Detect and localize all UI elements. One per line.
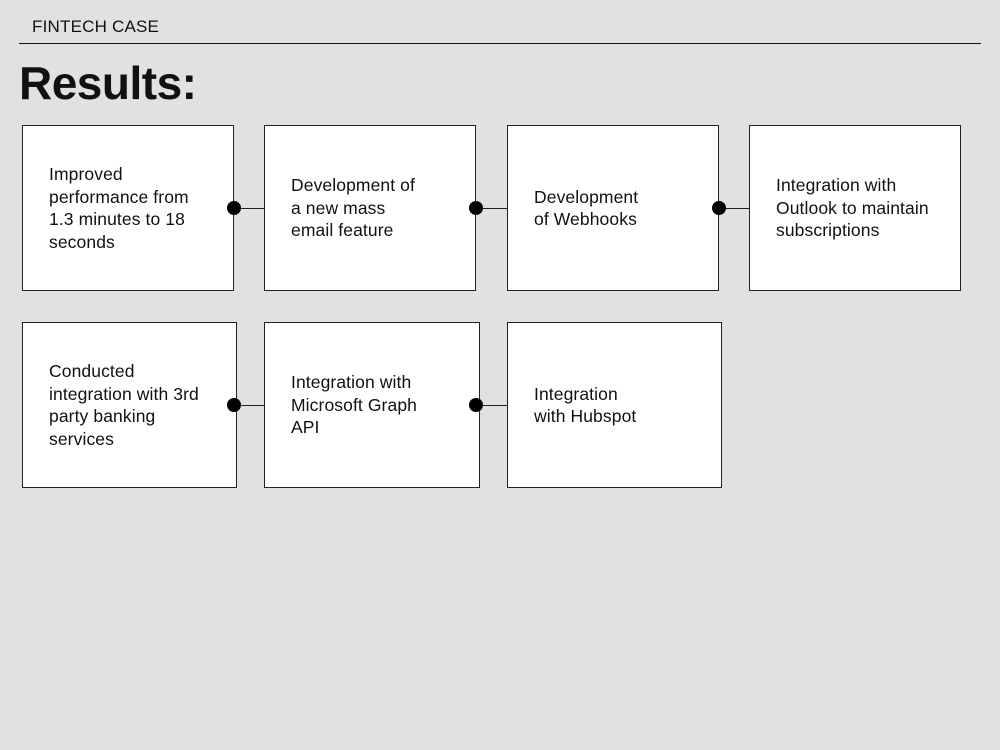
result-card: Development of Webhooks	[507, 125, 719, 291]
connector-line	[237, 405, 264, 406]
result-text: Integration with Outlook to maintain sub…	[776, 175, 929, 241]
connector-line	[476, 208, 507, 209]
connector-line	[480, 405, 507, 406]
result-text: Integration with Hubspot	[534, 383, 637, 427]
result-card: Improved performance from 1.3 minutes to…	[22, 125, 234, 291]
result-text: Development of Webhooks	[534, 186, 639, 230]
page-title: Results:	[19, 57, 197, 109]
result-card: Development of a new mass email feature	[264, 125, 476, 291]
section-label: FINTECH CASE	[32, 17, 160, 36]
connector-dot	[469, 398, 483, 412]
result-card: Conducted integration with 3rd party ban…	[22, 322, 237, 488]
result-text: Development of a new mass email feature	[291, 175, 415, 241]
header-divider	[19, 43, 981, 44]
result-text: Conducted integration with 3rd party ban…	[49, 361, 199, 449]
result-card: Integration with Hubspot	[507, 322, 722, 488]
result-text: Improved performance from 1.3 minutes to…	[49, 164, 189, 252]
result-card: Integration with Microsoft Graph API	[264, 322, 480, 488]
connector-line	[234, 208, 264, 209]
result-text: Integration with Microsoft Graph API	[291, 372, 417, 438]
connector-line	[719, 208, 749, 209]
connector-dot	[227, 201, 241, 215]
result-card: Integration with Outlook to maintain sub…	[749, 125, 961, 291]
connector-dot	[227, 398, 241, 412]
connector-dot	[712, 201, 726, 215]
connector-dot	[469, 201, 483, 215]
